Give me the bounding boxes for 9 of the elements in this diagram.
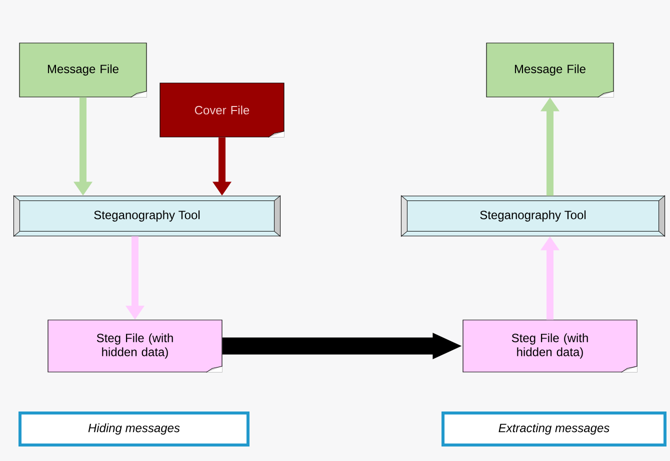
document-box: Steg File (with hidden data): [462, 320, 638, 373]
tool-bar-box: Steganography Tool: [13, 195, 281, 237]
document-box: Message File: [486, 42, 614, 98]
document-box: Cover File: [160, 82, 285, 138]
document-box: Steg File (with hidden data): [48, 320, 223, 373]
document-box: Message File: [19, 42, 148, 98]
caption-box: Extracting messages: [442, 412, 666, 446]
tool-bar-box: Steganography Tool: [400, 195, 666, 237]
caption-box: Hiding messages: [18, 412, 250, 446]
